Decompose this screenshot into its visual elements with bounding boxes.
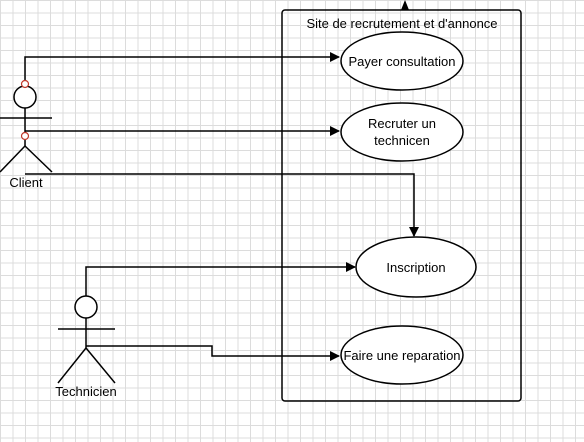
- usecase-recruter-technicien[interactable]: [340, 102, 464, 162]
- usecase-payer-consultation-label: Payer consultation: [348, 53, 456, 69]
- usecase-inscription-label: Inscription: [386, 259, 446, 275]
- usecase-recruter-technicien-label: Recruter un technicen: [368, 116, 436, 148]
- connector-client-payer[interactable]: [24, 52, 340, 84]
- connector-technicien-inscription[interactable]: [85, 262, 356, 296]
- selection-handle[interactable]: [20, 131, 30, 141]
- actor-technicien-label: Technicien: [55, 384, 117, 399]
- usecase-faire-reparation-label: Faire une reparation: [343, 347, 461, 363]
- actor-client[interactable]: [0, 85, 53, 173]
- actor-client-label: Client: [9, 175, 43, 190]
- selection-handle[interactable]: [20, 79, 30, 89]
- usecase-payer-consultation[interactable]: [340, 31, 464, 91]
- system-boundary-title: Site de recrutement et d'annonce: [306, 16, 498, 31]
- connector-client-inscription[interactable]: [25, 173, 419, 237]
- top-arrow-tip: [401, 0, 409, 10]
- connector-technicien-reparation[interactable]: [86, 345, 340, 361]
- actor-technicien[interactable]: [57, 295, 116, 384]
- usecase-inscription[interactable]: [355, 236, 477, 298]
- usecase-faire-reparation[interactable]: [340, 325, 464, 385]
